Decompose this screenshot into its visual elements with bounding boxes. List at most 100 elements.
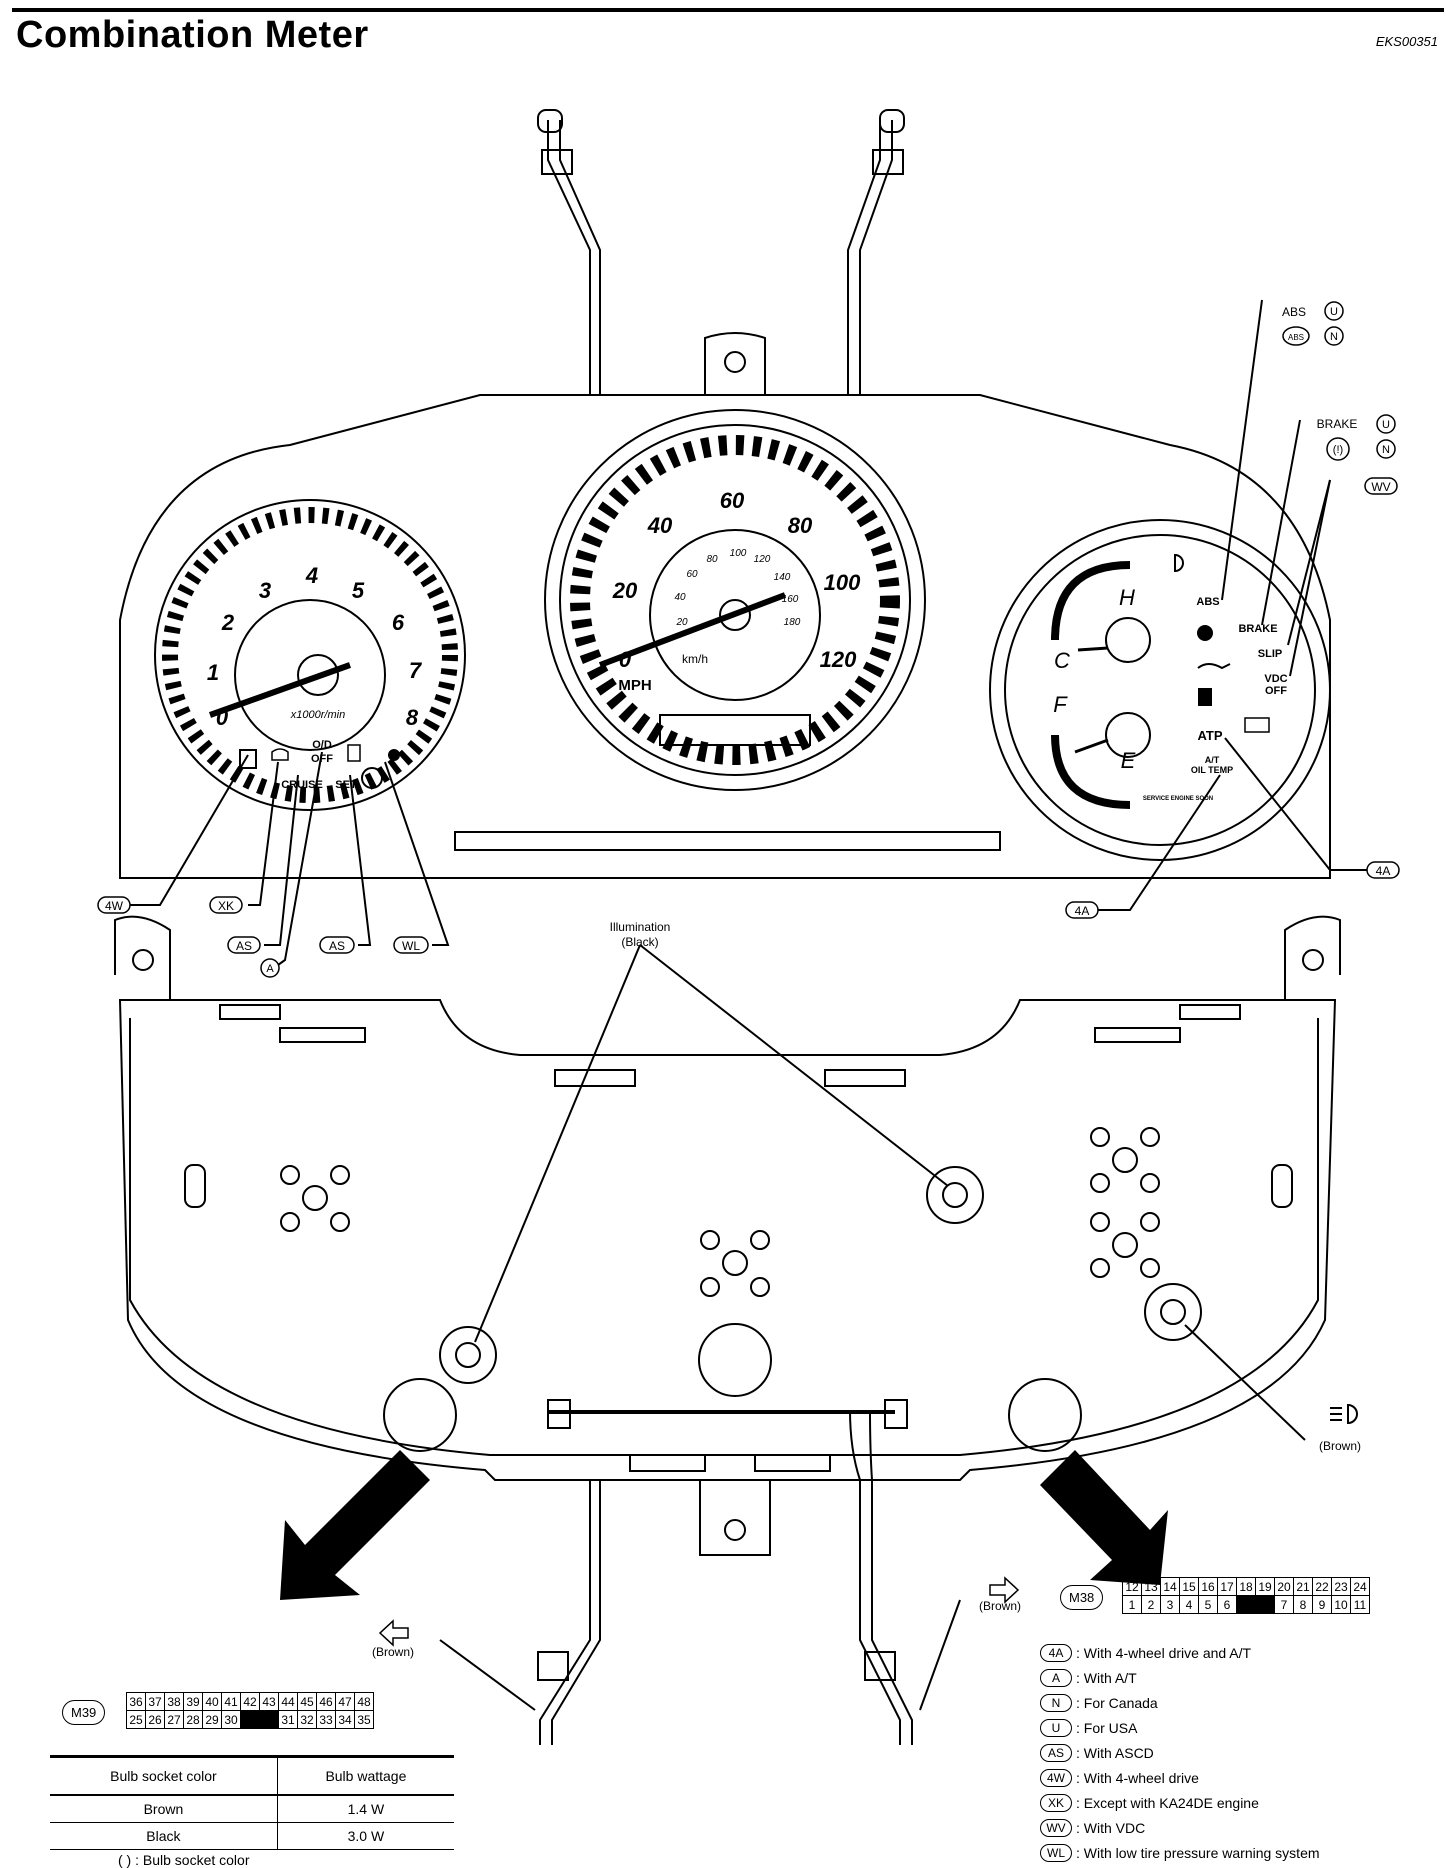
socket-cluster-left — [280, 1165, 350, 1232]
bulb-header-wattage: Bulb wattage — [277, 1755, 454, 1796]
connector-m39-badge: M39 — [62, 1700, 106, 1725]
cable-bottom-left — [539, 1480, 601, 1745]
clip-bottom-right — [754, 1454, 831, 1472]
speedometer-bezel — [544, 409, 926, 791]
mph-label: MPH — [618, 677, 651, 694]
abs-circle-icon — [1282, 326, 1310, 346]
left-indicator-labels: O/D OFF CRUISE SET — [281, 739, 357, 791]
table-row: Brown 1.4 W — [50, 1795, 454, 1823]
tach-5: 5 — [352, 578, 365, 603]
fuel-needle — [1074, 738, 1109, 754]
top-rule — [12, 8, 1444, 12]
clip-tr2 — [1094, 1027, 1181, 1043]
kmh-numbers: 20 40 60 80 100 120 140 160 180 — [674, 548, 800, 628]
callout-wl: WL — [402, 939, 420, 953]
legend-item: N: For Canada — [1040, 1690, 1320, 1715]
leader-illumination-left — [474, 944, 641, 1343]
kmh-180: 180 — [784, 617, 801, 628]
temp-needle — [1077, 646, 1109, 652]
brown-label-left: (Brown) — [372, 1645, 414, 1659]
leader-headlamp — [1184, 1324, 1306, 1441]
leader-4w — [130, 754, 249, 906]
top-tab — [704, 332, 766, 395]
illumination-socket-left-inner — [455, 1342, 481, 1368]
clip-tr — [1179, 1004, 1241, 1020]
tachometer-pivot — [297, 654, 339, 696]
harness-clip-right — [884, 1399, 908, 1429]
cable-bottom-right — [849, 1409, 913, 1745]
kmh-20: 20 — [675, 617, 688, 628]
leader-brown-left — [439, 1639, 536, 1711]
indicator-brake: BRAKE — [1238, 623, 1277, 635]
legend-item: A: With A/T — [1040, 1665, 1320, 1690]
clip-mid-right — [824, 1069, 906, 1087]
tire-pressure-icon — [361, 767, 383, 789]
mph-20: 20 — [612, 578, 638, 603]
kmh-80: 80 — [706, 554, 718, 565]
tachometer-numbers: 0 1 2 3 4 5 6 7 8 — [207, 563, 423, 730]
tachometer-inner — [234, 599, 386, 751]
headlamp-socket — [1144, 1283, 1202, 1341]
clip-bottom-left — [629, 1454, 706, 1472]
tachometer-ticks — [162, 507, 458, 803]
cluster-housing — [119, 394, 1331, 879]
gauge-c: C — [1054, 648, 1070, 673]
tach-3: 3 — [259, 578, 271, 603]
kmh-100: 100 — [730, 548, 747, 559]
temp-arc — [1051, 561, 1131, 641]
leader-illumination-right — [639, 944, 949, 1187]
bulb-table-header: Bulb socket color Bulb wattage — [50, 1755, 454, 1796]
legend-item: WV: With VDC — [1040, 1815, 1320, 1840]
cable-top-right — [847, 120, 893, 395]
callout-as2: AS — [329, 939, 345, 953]
mph-100: 100 — [824, 570, 861, 595]
speedometer-needle — [598, 592, 787, 668]
door-icon — [347, 744, 361, 762]
illumination-socket-right — [926, 1166, 984, 1224]
leader-as2 — [349, 774, 372, 946]
harness-clip-left — [547, 1399, 571, 1429]
connector-m39-socket — [383, 1378, 457, 1452]
bulb-table: Bulb socket color Bulb wattage Brown 1.4… — [50, 1755, 454, 1850]
kmh-label: km/h — [682, 652, 708, 666]
indicator-cruise: CRUISE — [281, 779, 323, 791]
legend-item: U: For USA — [1040, 1715, 1320, 1740]
tach-4: 4 — [305, 563, 318, 588]
cable-clip-bottom-left — [537, 1651, 569, 1681]
legend-item: XK: Except with KA24DE engine — [1040, 1790, 1320, 1815]
mount-hole-left — [132, 949, 154, 971]
callout-n-abs: N — [1330, 331, 1338, 343]
housing-lower-bar — [454, 831, 1001, 851]
leader-wv-2 — [1289, 479, 1331, 677]
brown-label-headlamp: (Brown) — [1319, 1439, 1361, 1453]
kmh-60: 60 — [686, 569, 698, 580]
tach-2: 2 — [221, 610, 235, 635]
arrow-left-brown-icon — [378, 1619, 409, 1647]
indicator-od: O/D — [312, 739, 332, 751]
tachometer-bezel — [154, 499, 466, 811]
speedometer-ticks — [570, 435, 900, 765]
kmh-160: 160 — [782, 594, 799, 605]
callout-a: A — [266, 963, 274, 975]
callout-badges: ABS ABS U N BRAKE (!) U N WV 4A 4A 4W XK… — [97, 301, 1400, 978]
callout-as1: AS — [236, 939, 252, 953]
tach-8: 8 — [406, 705, 419, 730]
illumination-socket-left — [439, 1326, 497, 1384]
speedometer-pivot — [719, 599, 751, 631]
mph-120: 120 — [820, 647, 857, 672]
leader-a — [277, 751, 323, 966]
cable-tip-top-left — [537, 109, 563, 133]
right-gauge-face — [1004, 534, 1316, 846]
socket-cluster-right — [1090, 1127, 1160, 1278]
mph-80: 80 — [788, 513, 813, 538]
gauge-f: F — [1053, 692, 1068, 717]
cable-clip-top-right — [872, 149, 904, 175]
mount-hole-right — [1302, 949, 1324, 971]
clip-tl2 — [279, 1027, 366, 1043]
callout-u-abs: U — [1330, 306, 1338, 318]
tach-1: 1 — [207, 660, 219, 685]
